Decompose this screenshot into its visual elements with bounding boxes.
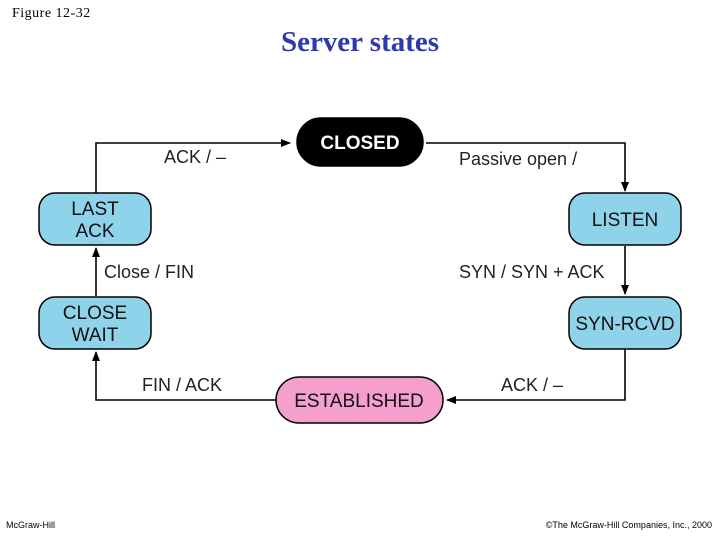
edge-last-ack-to-closed — [95, 139, 291, 193]
label-established-to-close-wait: FIN / ACK — [142, 375, 222, 395]
state-last-ack: LAST ACK — [38, 192, 152, 246]
state-last-ack-line1: LAST — [71, 199, 119, 220]
edge-established-to-close-wait — [92, 351, 276, 401]
state-closed-label: CLOSED — [320, 133, 399, 154]
state-established-label: ESTABLISHED — [294, 391, 424, 412]
label-last-ack-to-closed: ACK / – — [164, 147, 226, 167]
state-listen-label: LISTEN — [592, 210, 659, 231]
state-listen: LISTEN — [568, 192, 682, 246]
label-listen-to-syn-rcvd: SYN / SYN + ACK — [459, 262, 605, 282]
state-syn-rcvd-label: SYN-RCVD — [575, 314, 674, 335]
label-closed-to-listen: Passive open / — [459, 149, 577, 169]
page-title: Server states — [280, 26, 440, 58]
figure-label: Figure 12-32 — [12, 6, 91, 21]
edge-closed-to-listen — [426, 142, 629, 192]
state-close-wait-line1: CLOSE — [63, 303, 127, 324]
publisher-label: McGraw-Hill — [6, 520, 55, 530]
state-established: ESTABLISHED — [275, 376, 444, 424]
edges — [92, 139, 629, 404]
state-last-ack-line2: ACK — [75, 221, 114, 242]
state-close-wait-line2: WAIT — [72, 325, 119, 346]
state-closed: CLOSED — [296, 117, 424, 167]
state-syn-rcvd: SYN-RCVD — [568, 296, 682, 350]
label-close-wait-to-last-ack: Close / FIN — [104, 262, 194, 282]
edge-syn-rcvd-to-established — [446, 349, 626, 404]
state-close-wait: CLOSE WAIT — [38, 296, 152, 350]
copyright-label: ©The McGraw-Hill Companies, Inc., 2000 — [545, 520, 712, 530]
label-syn-rcvd-to-established: ACK / – — [501, 375, 563, 395]
